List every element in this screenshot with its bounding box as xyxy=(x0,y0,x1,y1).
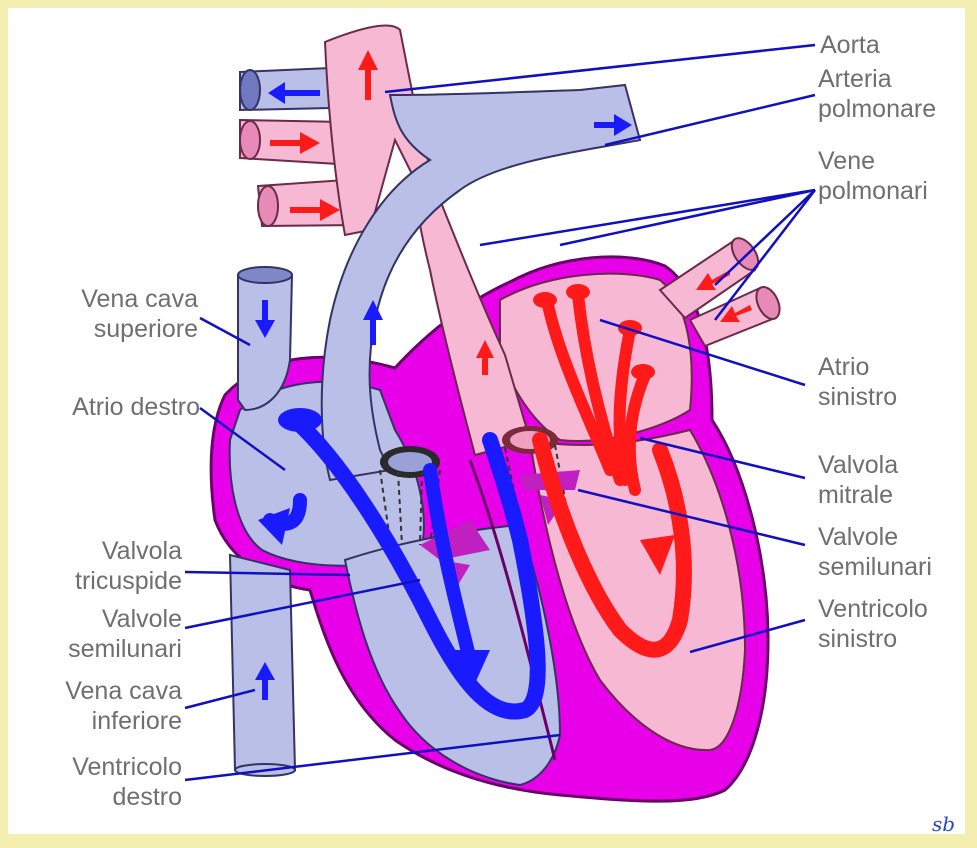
blue-arrow-cap xyxy=(278,408,322,432)
label-valvole-semilunari-dx: Valvole semilunari xyxy=(20,604,182,664)
label-ventricolo-destro: Ventricolo destro xyxy=(20,752,182,812)
label-vene-polmonari: Vene polmonari xyxy=(818,146,928,206)
label-vena-cava-superiore: Vena cava superiore xyxy=(20,284,198,344)
label-ventricolo-sinistro: Ventricolo sinistro xyxy=(818,594,928,654)
label-atrio-destro: Atrio destro xyxy=(20,392,200,422)
label-vena-cava-inferiore: Vena cava inferiore xyxy=(20,676,182,736)
label-valvola-tricuspide: Valvola tricuspide xyxy=(20,536,182,596)
label-valvola-mitrale: Valvola mitrale xyxy=(818,450,898,510)
inferior-vena-cava xyxy=(230,555,295,770)
label-aorta: Aorta xyxy=(820,30,880,60)
label-arteria-polmonare: Arteria polmonare xyxy=(818,64,936,124)
signature-logo: sb xyxy=(932,812,955,836)
label-valvole-semilunari-sx: Valvole semilunari xyxy=(818,522,932,582)
label-atrio-sinistro: Atrio sinistro xyxy=(818,352,897,412)
